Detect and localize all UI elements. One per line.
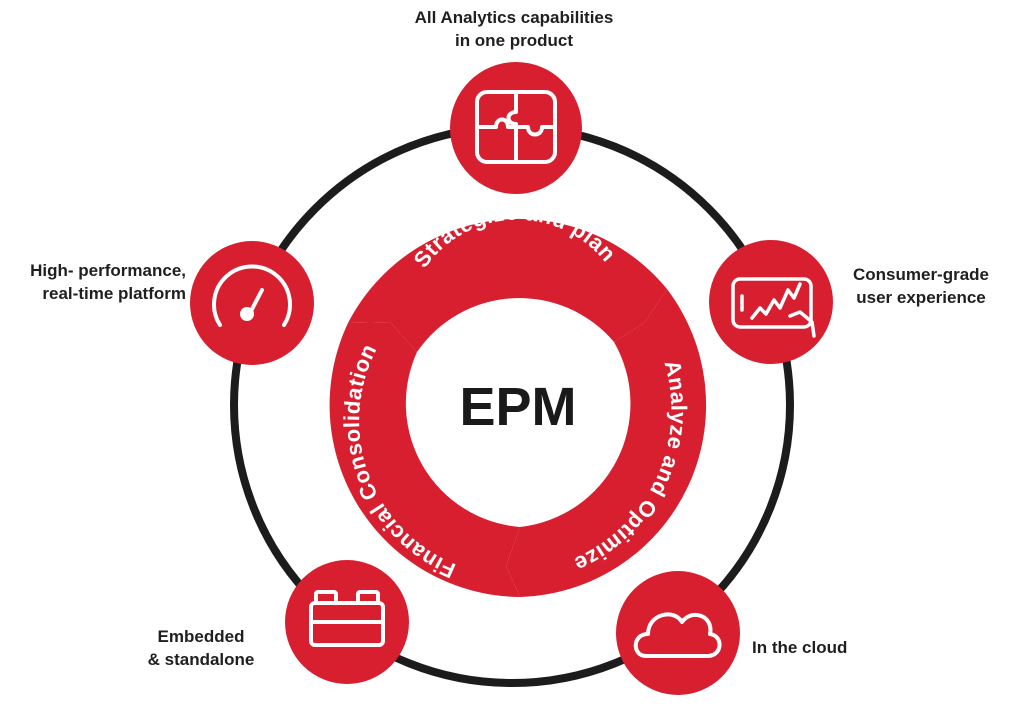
- capability-label-performance-line2: real-time platform: [42, 284, 186, 303]
- cloud-icon: [633, 612, 722, 658]
- gauge-icon: [212, 264, 292, 327]
- capability-node-ux: [709, 240, 833, 364]
- blocks-icon: [309, 590, 385, 647]
- capability-node-embedded: [285, 560, 409, 684]
- capability-node-cloud: [616, 571, 740, 695]
- capability-label-embedded-line2: & standalone: [147, 650, 255, 669]
- capability-label-ux-line2: user experience: [856, 288, 986, 307]
- capability-node-analytics: [450, 62, 582, 194]
- capability-label-ux-line1: Consumer-grade: [852, 265, 990, 284]
- cycle-ring: [329, 218, 707, 597]
- capability-label-embedded: Embedded & standalone: [118, 625, 284, 671]
- cycle-segment-strategize: [348, 218, 667, 352]
- capability-label-ux: Consumer-grade user experience: [836, 263, 1006, 309]
- cycle-segment-consolidation: [329, 322, 520, 597]
- tablet-chart-icon: [731, 277, 816, 338]
- cycle-segment-analyze: [506, 289, 707, 597]
- capability-label-analytics: All Analytics capabilities in one produc…: [334, 6, 694, 52]
- puzzle-icon: [475, 90, 557, 164]
- capability-label-analytics-line1: All Analytics capabilities: [414, 8, 614, 27]
- center-title: EPM: [459, 377, 576, 437]
- capability-label-cloud-line1: In the cloud: [752, 638, 848, 657]
- capability-node-performance: [190, 241, 314, 365]
- capability-label-cloud: In the cloud: [752, 636, 912, 659]
- capability-label-embedded-line1: Embedded: [157, 627, 245, 646]
- capability-label-performance-line1: High- performance,: [30, 261, 186, 280]
- capability-label-performance: High- performance, real-time platform: [10, 259, 186, 305]
- capability-label-analytics-line2: in one product: [454, 31, 574, 50]
